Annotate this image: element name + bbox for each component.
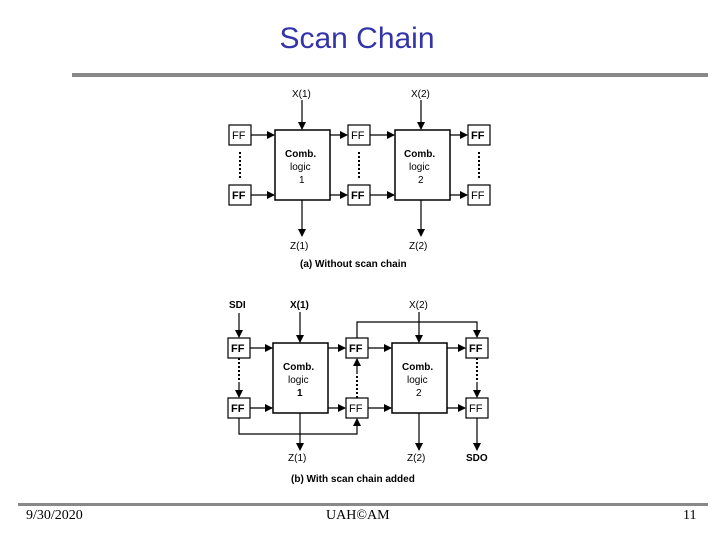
output-label-z2-a: Z(2) bbox=[409, 241, 427, 252]
ff-label: FF bbox=[469, 403, 483, 415]
diagram-without-scan-chain bbox=[228, 100, 491, 237]
caption-a: (a) Without scan chain bbox=[300, 259, 407, 270]
ff-a-3-bottom bbox=[467, 184, 491, 206]
input-label-x1-b: X(1) bbox=[290, 300, 309, 311]
comb-label: logic bbox=[290, 162, 311, 173]
output-label-z1-a: Z(1) bbox=[290, 241, 308, 252]
sdi-label: SDI bbox=[229, 300, 246, 311]
sdo-label: SDO bbox=[466, 453, 488, 464]
comb-label: Comb. bbox=[404, 149, 435, 160]
ff-label: FF bbox=[349, 343, 363, 355]
output-label-z1-b: Z(1) bbox=[288, 453, 306, 464]
comb-label: 1 bbox=[299, 175, 305, 186]
comb-label: 1 bbox=[297, 388, 303, 399]
comb-label: Comb. bbox=[402, 362, 433, 373]
ff-label: FF bbox=[471, 190, 485, 202]
input-label-x1-a: X(1) bbox=[292, 89, 311, 100]
footer-date: 9/30/2020 bbox=[26, 508, 83, 523]
ff-label: FF bbox=[471, 130, 485, 142]
title-divider bbox=[72, 73, 708, 77]
comb-logic-a-1 bbox=[274, 129, 331, 201]
comb-label: 2 bbox=[418, 175, 424, 186]
slide-title: Scan Chain bbox=[279, 22, 435, 55]
input-label-x2-b: X(2) bbox=[409, 300, 428, 311]
ff-a-3-top bbox=[467, 124, 491, 146]
ff-label: FF bbox=[351, 130, 365, 142]
comb-label: Comb. bbox=[283, 362, 314, 373]
input-label-x2-a: X(2) bbox=[411, 89, 430, 100]
ff-label: FF bbox=[231, 343, 245, 355]
comb-logic-b-2 bbox=[391, 342, 448, 414]
ff-label: FF bbox=[232, 190, 246, 202]
comb-label: Comb. bbox=[285, 149, 316, 160]
footer-center: UAH©AM bbox=[326, 508, 390, 523]
comb-label: 2 bbox=[416, 388, 422, 399]
footer-page-number: 11 bbox=[683, 508, 697, 523]
ff-label: FF bbox=[469, 343, 483, 355]
ff-label: FF bbox=[349, 403, 363, 415]
comb-label: logic bbox=[409, 162, 430, 173]
comb-label: logic bbox=[288, 375, 309, 386]
footer-divider bbox=[18, 503, 708, 506]
ff-label: FF bbox=[231, 403, 245, 415]
output-label-z2-b: Z(2) bbox=[407, 453, 425, 464]
ff-label: FF bbox=[232, 130, 246, 142]
comb-logic-b-1 bbox=[272, 342, 329, 414]
comb-label: logic bbox=[407, 375, 428, 386]
caption-b: (b) With scan chain added bbox=[291, 474, 415, 485]
diagram-with-scan-chain bbox=[227, 312, 489, 451]
ff-label: FF bbox=[351, 190, 365, 202]
comb-logic-a-2 bbox=[394, 129, 451, 201]
